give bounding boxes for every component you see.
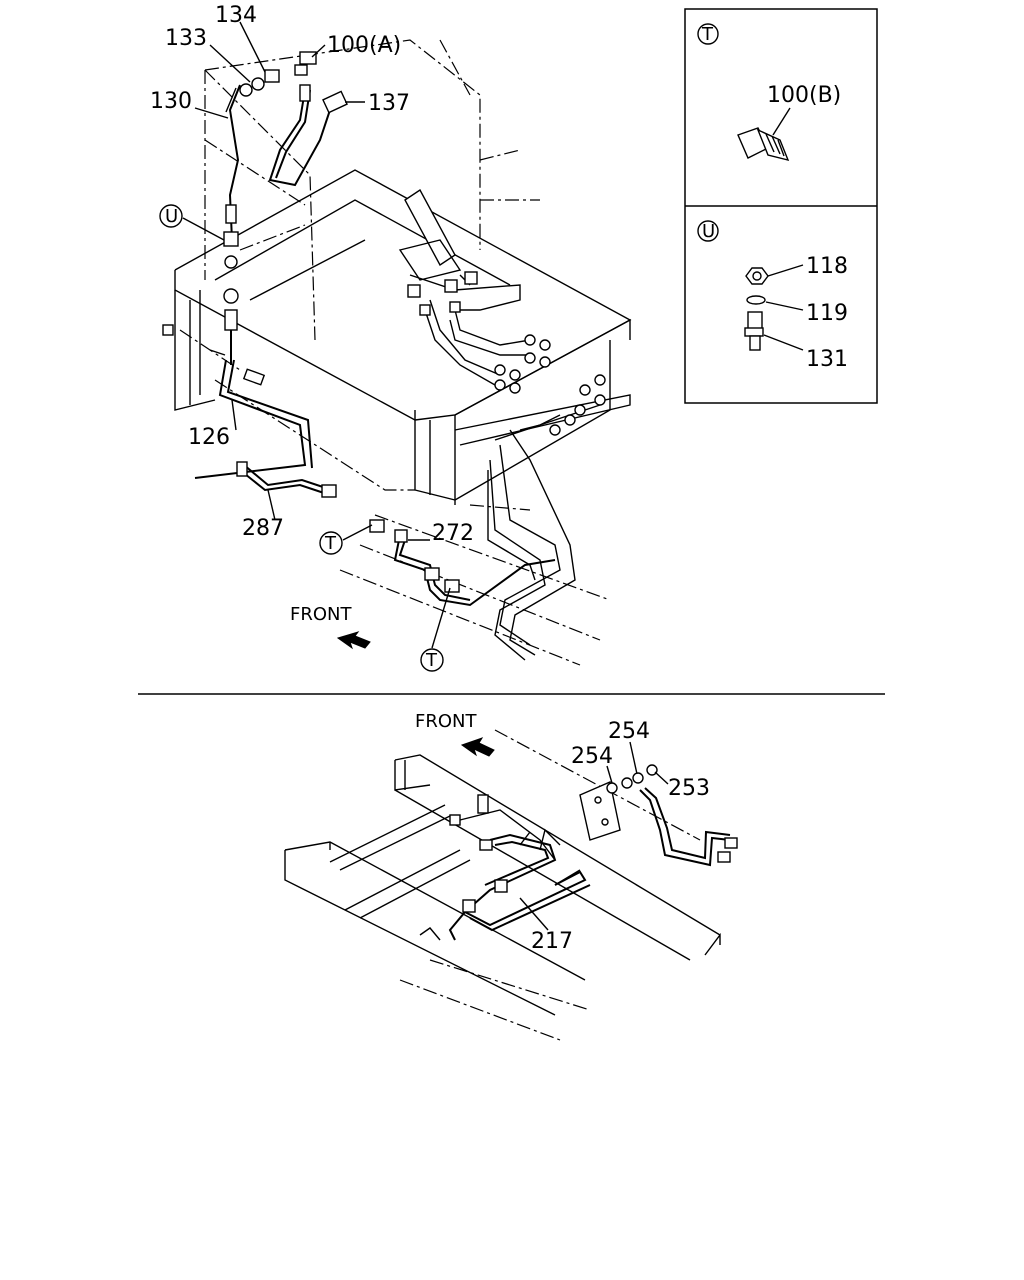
front-label-bottom: FRONT	[415, 711, 477, 732]
detail-inset: T 100(B) U 118	[684, 8, 878, 404]
callout-u-main: U	[159, 204, 183, 228]
washer-icon	[746, 295, 766, 305]
label-134: 134	[215, 3, 257, 28]
union-fitting-icon	[737, 127, 790, 162]
front-arrow-icon	[336, 631, 371, 650]
bracket-plate	[579, 781, 621, 841]
front-label-top: FRONT	[290, 604, 352, 625]
svg-text:U: U	[165, 206, 178, 227]
leader-lines-top	[182, 21, 451, 649]
bottom-assembly: FRONT	[284, 711, 738, 1041]
front-arrow-icon	[460, 737, 495, 757]
label-126: 126	[188, 425, 230, 450]
label-119: 119	[806, 301, 848, 326]
svg-text:T: T	[425, 650, 438, 671]
label-253: 253	[668, 776, 710, 801]
top-assembly: FRONT	[162, 39, 632, 666]
label-131: 131	[806, 347, 848, 372]
label-100a: 100(A)	[327, 33, 401, 58]
label-130: 130	[150, 89, 192, 114]
label-133: 133	[165, 26, 207, 51]
callout-u-inset: U	[697, 220, 719, 242]
label-137: 137	[368, 91, 410, 116]
svg-text:U: U	[702, 221, 715, 242]
stud-icon	[744, 311, 764, 351]
label-287: 287	[242, 516, 284, 541]
callout-t-inset: T	[697, 23, 719, 45]
fitting-cluster-icon	[494, 334, 606, 436]
callout-t-left: T	[319, 531, 343, 555]
svg-text:T: T	[701, 24, 714, 45]
label-254-top: 254	[608, 719, 650, 744]
svg-text:T: T	[324, 533, 337, 554]
leader-lines-bottom	[519, 741, 669, 931]
label-254-bottom: 254	[571, 744, 613, 769]
label-100b: 100(B)	[767, 83, 841, 108]
label-217: 217	[531, 929, 573, 954]
callout-t-bottom: T	[420, 648, 444, 672]
label-272: 272	[432, 521, 474, 546]
label-118: 118	[806, 254, 848, 279]
